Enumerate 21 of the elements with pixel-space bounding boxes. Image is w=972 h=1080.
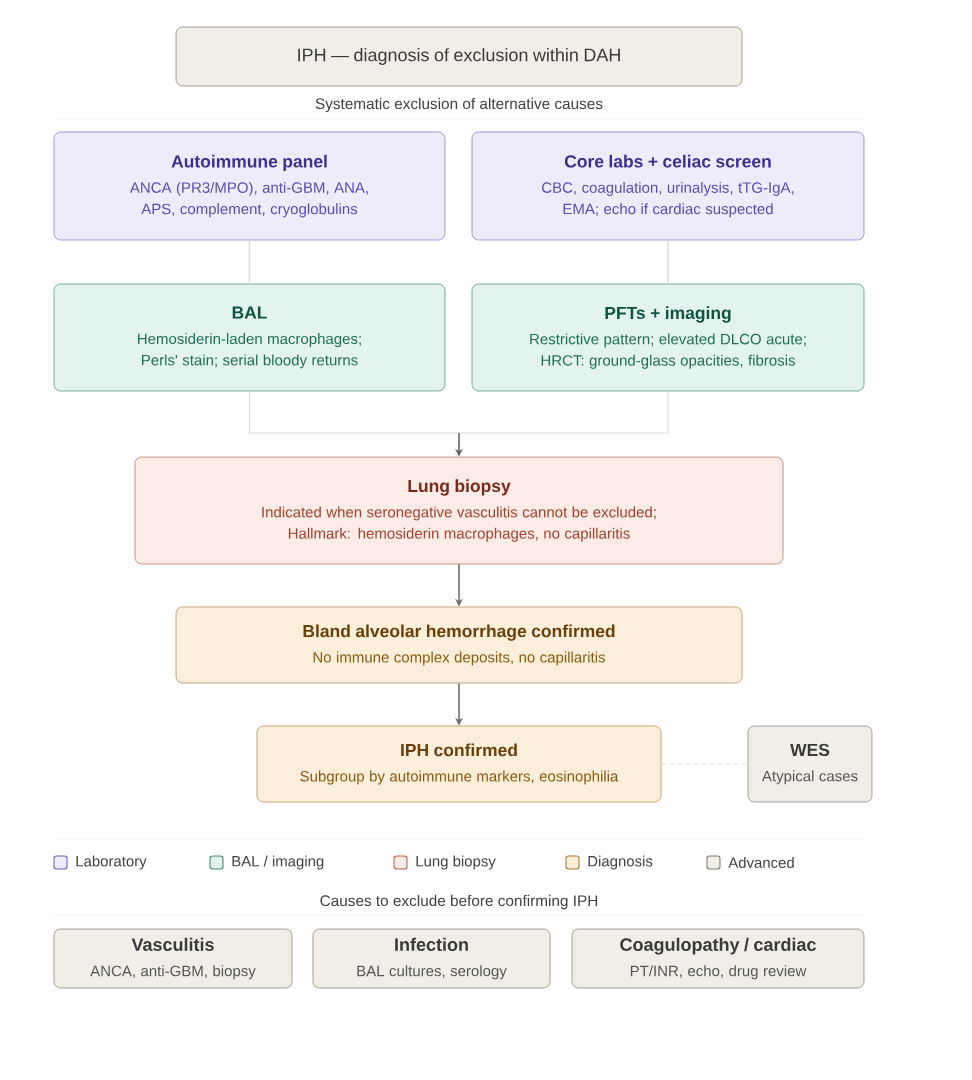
process-box: Autoimmune panel ANCA (PR3/MPO), anti-GBM, ANA, APS, complement, cryoglobulins: [53, 131, 446, 241]
process-box: Core labs + celiac screen CBC, coagulation, urinalysis, tTG-IgA, EMA; echo if cardiac suspected: [471, 131, 865, 241]
legend-label: Advanced: [728, 857, 794, 868]
process-box: PFTs + imaging Restrictive pattern; elevated DLCO acute; HRCT: ground-glass opacities, fibrosis: [471, 283, 865, 392]
process-box: IPH confirmed Subgroup by autoimmune markers, eosinophilia: [256, 725, 662, 803]
legend-label: BAL / imaging: [232, 855, 324, 870]
legend-label: Diagnosis: [588, 855, 653, 870]
process-box: Coagulopathy / cardiac PT/INR, echo, drug review: [571, 928, 865, 989]
process-box: Vasculitis ANCA, anti-GBM, biopsy: [53, 928, 293, 989]
process-box: WES Atypical cases: [747, 725, 873, 803]
title-box: IPH — diagnosis of exclusion within DAH: [175, 26, 743, 87]
process-box: Infection BAL cultures, serology: [312, 928, 551, 989]
process-box: BAL Hemosiderin-laden macrophages; Perls' stain; serial bloody returns: [53, 283, 446, 392]
legend-label: Lung biopsy: [416, 855, 496, 870]
connector-line: [458, 390, 669, 434]
process-box: Bland alveolar hemorrhage confirmed No immune complex deposits, no capillaritis: [175, 606, 743, 684]
section-label: Causes to exclude before confirming IPH: [320, 894, 598, 910]
connector-line: [248, 390, 460, 434]
section-label: Systematic exclusion of alternative causes: [315, 97, 603, 113]
process-box: Lung biopsy Indicated when seronegative vasculitis cannot be excluded; Hallmark: hemosiderin macrophages, no capillaritis: [134, 456, 784, 565]
legend-label: Laboratory: [76, 855, 147, 870]
